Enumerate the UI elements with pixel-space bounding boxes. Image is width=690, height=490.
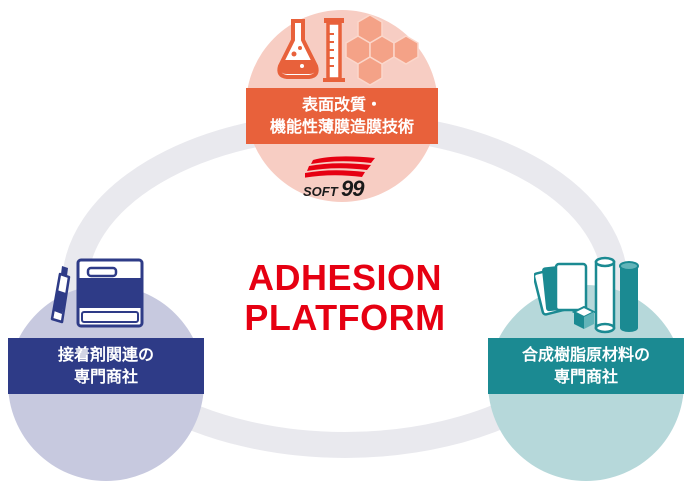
adhesive-trader-label: 接着剤関連の 専門商社 [8,338,204,394]
cube-icon [571,305,597,329]
platform-title: ADHESION PLATFORM [230,258,460,338]
adhesive-can-icon [76,258,144,328]
adhesive-icons [50,258,144,328]
adhesive-trader-line1: 接着剤関連の [57,345,154,364]
resin-icons [534,256,639,334]
soft99-logo-mark [305,156,375,178]
soft99-logo-number: 99 [341,176,365,201]
surface-tech-label: 表面改質・ 機能性薄膜造膜技術 [246,88,438,144]
hexagon-molecule-icon [345,14,419,86]
test-tube-icon [323,18,345,82]
surface-tech-line2: 機能性薄膜造膜技術 [269,117,414,136]
soft99-logo-text: SOFT [303,184,338,199]
adhesive-trader-line2: 専門商社 [73,367,138,386]
surface-tech-line1: 表面改質・ [301,95,382,114]
resin-trader-label: 合成樹脂原材料の 専門商社 [488,338,684,394]
chemistry-icons [277,14,419,86]
resin-rolls-icon [594,256,639,334]
resin-sheets-icon [534,262,588,316]
platform-title-line1: ADHESION [247,257,443,298]
resin-trader-line2: 専門商社 [553,367,618,386]
resin-trader-line1: 合成樹脂原材料の [521,345,650,364]
adhesive-tube-icon [50,266,71,324]
flask-icon [277,19,319,79]
platform-title-line2: PLATFORM [244,297,446,338]
